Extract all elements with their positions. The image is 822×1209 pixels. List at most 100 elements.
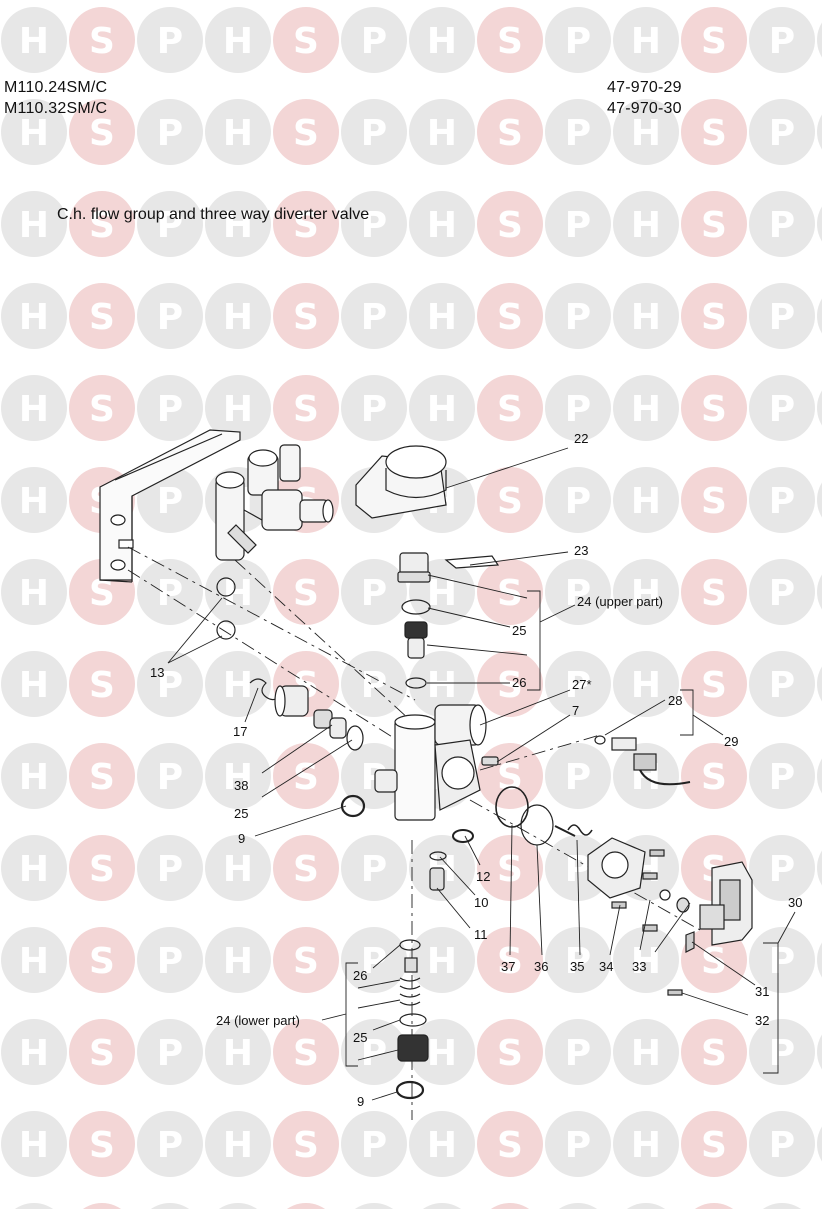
watermark-disc: [69, 927, 135, 993]
watermark-disc: [545, 191, 611, 257]
watermark-letter: S: [89, 389, 115, 430]
watermark-letter: P: [769, 389, 795, 430]
watermark-disc: [749, 651, 815, 717]
watermark-disc: [545, 99, 611, 165]
watermark-letter: S: [497, 573, 523, 614]
watermark-disc: [817, 574, 822, 610]
watermark-disc: [341, 1019, 407, 1085]
watermark-disc: [817, 666, 822, 702]
watermark-letter: P: [769, 665, 795, 706]
watermark-letter: P: [565, 941, 591, 982]
watermark-disc: [409, 191, 475, 257]
callout-38: 38: [234, 778, 248, 793]
watermark-disc: [477, 1019, 543, 1085]
watermark-disc: [545, 743, 611, 809]
watermark-disc: [137, 7, 203, 73]
watermark-disc: [1, 467, 67, 533]
nut-10: [429, 851, 447, 861]
watermark-letter: S: [497, 205, 523, 246]
callout-34: 34: [599, 959, 613, 974]
watermark-letter: H: [631, 1125, 661, 1166]
watermark-letter: P: [565, 1033, 591, 1074]
callout-28: 28: [668, 693, 682, 708]
watermark-letter: S: [293, 205, 319, 246]
watermark-letter: P: [769, 1033, 795, 1074]
callout-25-side: 25: [234, 806, 248, 821]
watermark-disc: [749, 1019, 815, 1085]
watermark-disc: [1, 559, 67, 625]
watermark-disc: [1, 7, 67, 73]
watermark-disc: [137, 283, 203, 349]
watermark-letter: P: [361, 849, 387, 890]
watermark-disc: [613, 927, 679, 993]
watermark-disc: [817, 850, 822, 886]
watermark-disc: [205, 191, 271, 257]
watermark-disc: [545, 1019, 611, 1085]
watermark-disc: [341, 99, 407, 165]
watermark-disc: [273, 559, 339, 625]
watermark-disc: [477, 375, 543, 441]
watermark-letter: H: [427, 205, 457, 246]
watermark-disc: [749, 191, 815, 257]
watermark-disc: [749, 743, 815, 809]
watermark-disc: [477, 927, 543, 993]
watermark-letter: H: [19, 205, 49, 246]
watermark-disc: [273, 7, 339, 73]
watermark-disc: [749, 559, 815, 625]
watermark-disc: [69, 375, 135, 441]
watermark-disc: [1, 1019, 67, 1085]
watermark-disc: [287, 1203, 325, 1209]
watermark-letter: P: [157, 757, 183, 798]
watermark-disc: [545, 467, 611, 533]
watermark-letter: H: [19, 481, 49, 522]
watermark-letter: S: [497, 113, 523, 154]
temperature-sensor-29: [594, 735, 691, 786]
watermark-disc: [409, 7, 475, 73]
watermark-letter: S: [701, 205, 727, 246]
watermark-letter: H: [427, 1033, 457, 1074]
watermark-disc: [83, 1203, 121, 1209]
watermark-disc: [613, 99, 679, 165]
watermark-letter: P: [769, 849, 795, 890]
watermark-letter: H: [223, 665, 253, 706]
watermark-letter: H: [19, 1033, 49, 1074]
actuator-motor-30: [699, 861, 753, 946]
watermark-disc: [341, 559, 407, 625]
watermark-letter: P: [157, 21, 183, 62]
watermark-letter: P: [361, 1125, 387, 1166]
callout-30: 30: [788, 895, 802, 910]
callout-26-upper: 26: [512, 675, 526, 690]
callout-31: 31: [755, 984, 769, 999]
plate-36: [520, 804, 554, 846]
clip-31: [685, 931, 695, 953]
watermark-disc: [137, 559, 203, 625]
watermark-disc: [1, 99, 67, 165]
watermark-disc: [817, 482, 822, 518]
watermark-letter: P: [565, 665, 591, 706]
watermark-disc: [205, 375, 271, 441]
callout-labels: 22 23 24 (upper part) 25 26 27* 7 28 29 …: [150, 431, 802, 1109]
watermark-disc: [477, 191, 543, 257]
watermark-letter: H: [631, 205, 661, 246]
watermark-disc: [205, 743, 271, 809]
actuator-cap-22: [355, 445, 447, 519]
watermark-letter: H: [427, 21, 457, 62]
watermark-disc: [205, 1111, 271, 1177]
o-ring-13a: [216, 577, 236, 597]
watermark-disc: [69, 191, 135, 257]
callout-32: 32: [755, 1013, 769, 1028]
watermark-letter: H: [631, 941, 661, 982]
watermark-disc: [137, 927, 203, 993]
watermark-letter: P: [361, 573, 387, 614]
watermark-letter: S: [89, 297, 115, 338]
watermark-letter: H: [427, 1125, 457, 1166]
watermark-letter: H: [427, 297, 457, 338]
watermark-disc: [341, 191, 407, 257]
watermark-disc: [545, 283, 611, 349]
watermark-letter: S: [293, 389, 319, 430]
watermark-letter: P: [769, 1125, 795, 1166]
watermark-letter: H: [19, 757, 49, 798]
watermark-disc: [613, 743, 679, 809]
watermark-letter: H: [223, 849, 253, 890]
watermark-disc: [681, 191, 747, 257]
